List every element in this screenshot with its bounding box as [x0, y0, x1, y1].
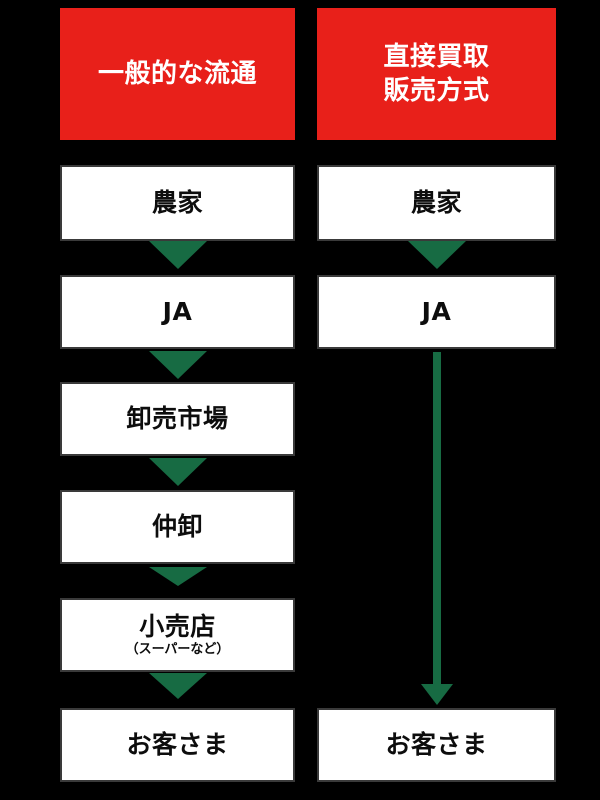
node-left-retail-store-sublabel: （スーパーなど）: [125, 641, 230, 657]
node-left-retail-store-label: 小売店: [139, 612, 216, 642]
node-left-retail-store: 小売店 （スーパーなど）: [60, 598, 295, 672]
column-header-general-label: 一般的な流通: [97, 58, 257, 89]
column-direct-purchase-sales: 直接買取 販売方式 農家 JA お客さま: [317, 0, 556, 800]
arrow-left-ja-to-wholesale-market: [149, 351, 207, 379]
node-left-customer-label: お客さま: [126, 730, 229, 760]
node-right-ja: JA: [317, 275, 556, 349]
node-left-customer: お客さま: [60, 708, 295, 782]
node-right-customer: お客さま: [317, 708, 556, 782]
node-left-wholesale-market-label: 卸売市場: [126, 404, 229, 434]
node-left-farmer-label: 農家: [151, 188, 203, 218]
node-left-wholesale-market: 卸売市場: [60, 382, 295, 456]
arrow-left-wholesale-to-broker: [149, 458, 207, 486]
column-header-direct-label: 直接買取 販売方式: [383, 41, 490, 106]
arrow-left-retail-to-customer: [149, 673, 207, 699]
arrow-right-ja-to-customer: [408, 352, 466, 705]
node-left-ja: JA: [60, 275, 295, 349]
arrow-left-farmer-to-ja: [149, 241, 207, 269]
node-left-broker-label: 仲卸: [151, 512, 203, 542]
node-left-ja-label: JA: [162, 297, 193, 327]
column-header-general: 一般的な流通: [60, 8, 295, 140]
node-left-broker: 仲卸: [60, 490, 295, 564]
column-general-distribution: 一般的な流通 農家 JA 卸売市場 仲卸 小売店 （スーパーなど） お客さま: [60, 0, 295, 800]
node-right-farmer: 農家: [317, 165, 556, 241]
node-right-farmer-label: 農家: [410, 188, 462, 218]
node-right-customer-label: お客さま: [385, 730, 488, 760]
arrow-shaft: [433, 352, 441, 685]
column-header-direct: 直接買取 販売方式: [317, 8, 556, 140]
arrow-right-farmer-to-ja: [408, 241, 466, 269]
node-right-ja-label: JA: [421, 297, 452, 327]
node-left-farmer: 農家: [60, 165, 295, 241]
arrow-head-icon: [421, 684, 453, 705]
arrow-left-broker-to-retail: [149, 567, 207, 586]
